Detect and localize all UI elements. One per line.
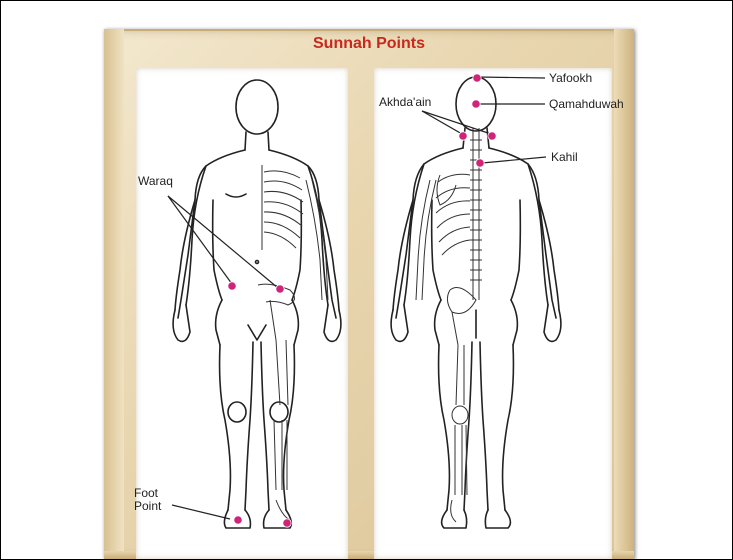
foot-point-left: [234, 516, 242, 524]
back-body-figure: [391, 77, 561, 528]
front-skeleton: [258, 165, 328, 520]
akhdaain-point-right: [488, 132, 496, 140]
akhdaain-point-left: [459, 132, 467, 140]
foot-point-pointer: [172, 505, 230, 519]
front-head: [236, 80, 278, 134]
yafookh-pointer: [478, 77, 545, 78]
label-yafookh: Yafookh: [549, 71, 592, 85]
label-foot-point-1: Foot: [134, 486, 159, 500]
label-waraq: Waraq: [138, 174, 173, 188]
waraq-point-right: [276, 285, 284, 293]
label-kahil: Kahil: [551, 150, 578, 164]
waraq-pointer-left: [168, 196, 232, 284]
yafookh-point: [473, 74, 481, 82]
kahil-pointer: [482, 157, 546, 163]
qamahduwah-point: [472, 100, 480, 108]
foot-point-right: [283, 519, 291, 527]
label-akhdaain: Akhda'ain: [379, 95, 431, 109]
kahil-point: [476, 159, 484, 167]
label-foot-point-2: Point: [134, 499, 162, 513]
front-body-figure: [173, 80, 341, 528]
label-qamahduwah: Qamahduwah: [549, 97, 624, 111]
waraq-point-left: [228, 282, 236, 290]
